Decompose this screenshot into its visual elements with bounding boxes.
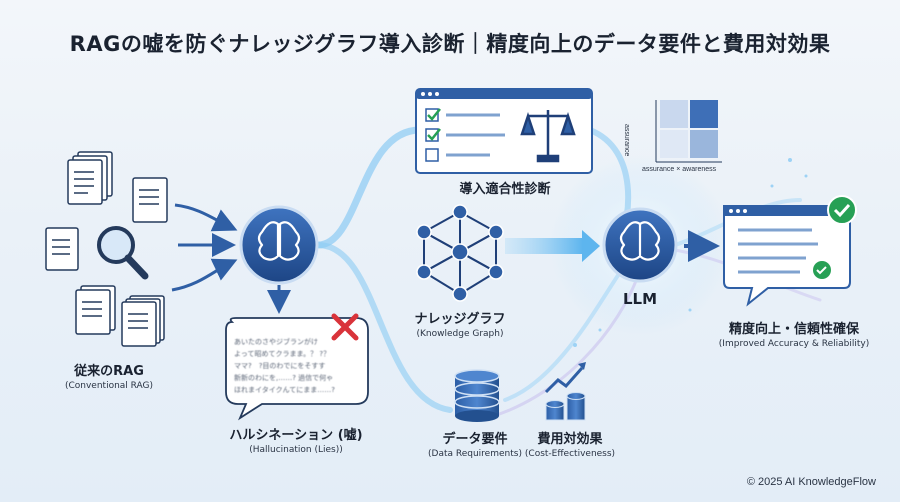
knowledge-graph-icon [416, 204, 504, 302]
page-title: RAGの嘘を防ぐナレッジグラフ導入診断｜精度向上のデータ要件と費用対効果 [69, 32, 831, 56]
database-icon [454, 369, 500, 422]
coins-trend-icon [544, 362, 586, 421]
result-label: 精度向上・信頼性確保 (Improved Accuracy & Reliabil… [718, 322, 870, 349]
assessment-label: 導入適合性診断 [459, 182, 551, 197]
document-stack-icon [45, 151, 168, 347]
result-window [723, 205, 851, 307]
hallucination-bubble-text: あいたのさやジブランがけ よって昭めてクラまま。？ ?？ ママ? ?目のわでにを… [234, 338, 335, 394]
error-x-icon [331, 313, 359, 341]
hallucination-bubble [225, 317, 369, 421]
conventional-rag-label: 従来のRAG (Conventional RAG) [64, 364, 154, 391]
data-requirements-label: データ要件 (Data Requirements) [428, 432, 522, 459]
check-circle-icon [827, 195, 857, 225]
llm-label: LLM [622, 290, 658, 308]
check-circle-small-icon [813, 261, 831, 279]
kg-to-llm-arrow [505, 230, 600, 262]
knowledge-graph-label: ナレッジグラフ (Knowledge Graph) [414, 312, 506, 339]
sparkle-decoration [573, 158, 808, 347]
hallucination-label: ハルシネーション (嘘) (Hallucination (Lies)) [229, 428, 363, 455]
ai-brain-icon [239, 205, 319, 285]
cost-effectiveness-label: 費用対効果 (Cost-Effectiveness) [524, 432, 616, 459]
matrix-x-axis-label: assurance × awareness [642, 166, 717, 173]
magnifier-icon [97, 226, 149, 280]
assessment-window [415, 88, 593, 174]
llm-brain-icon [602, 207, 678, 283]
matrix-y-axis-label: assurance [623, 124, 630, 157]
scale-balance-icon [520, 110, 576, 163]
quadrant-matrix [655, 100, 722, 163]
copyright-text: © 2025 AI KnowledgeFlow [746, 476, 876, 488]
input-arrows [171, 203, 238, 292]
